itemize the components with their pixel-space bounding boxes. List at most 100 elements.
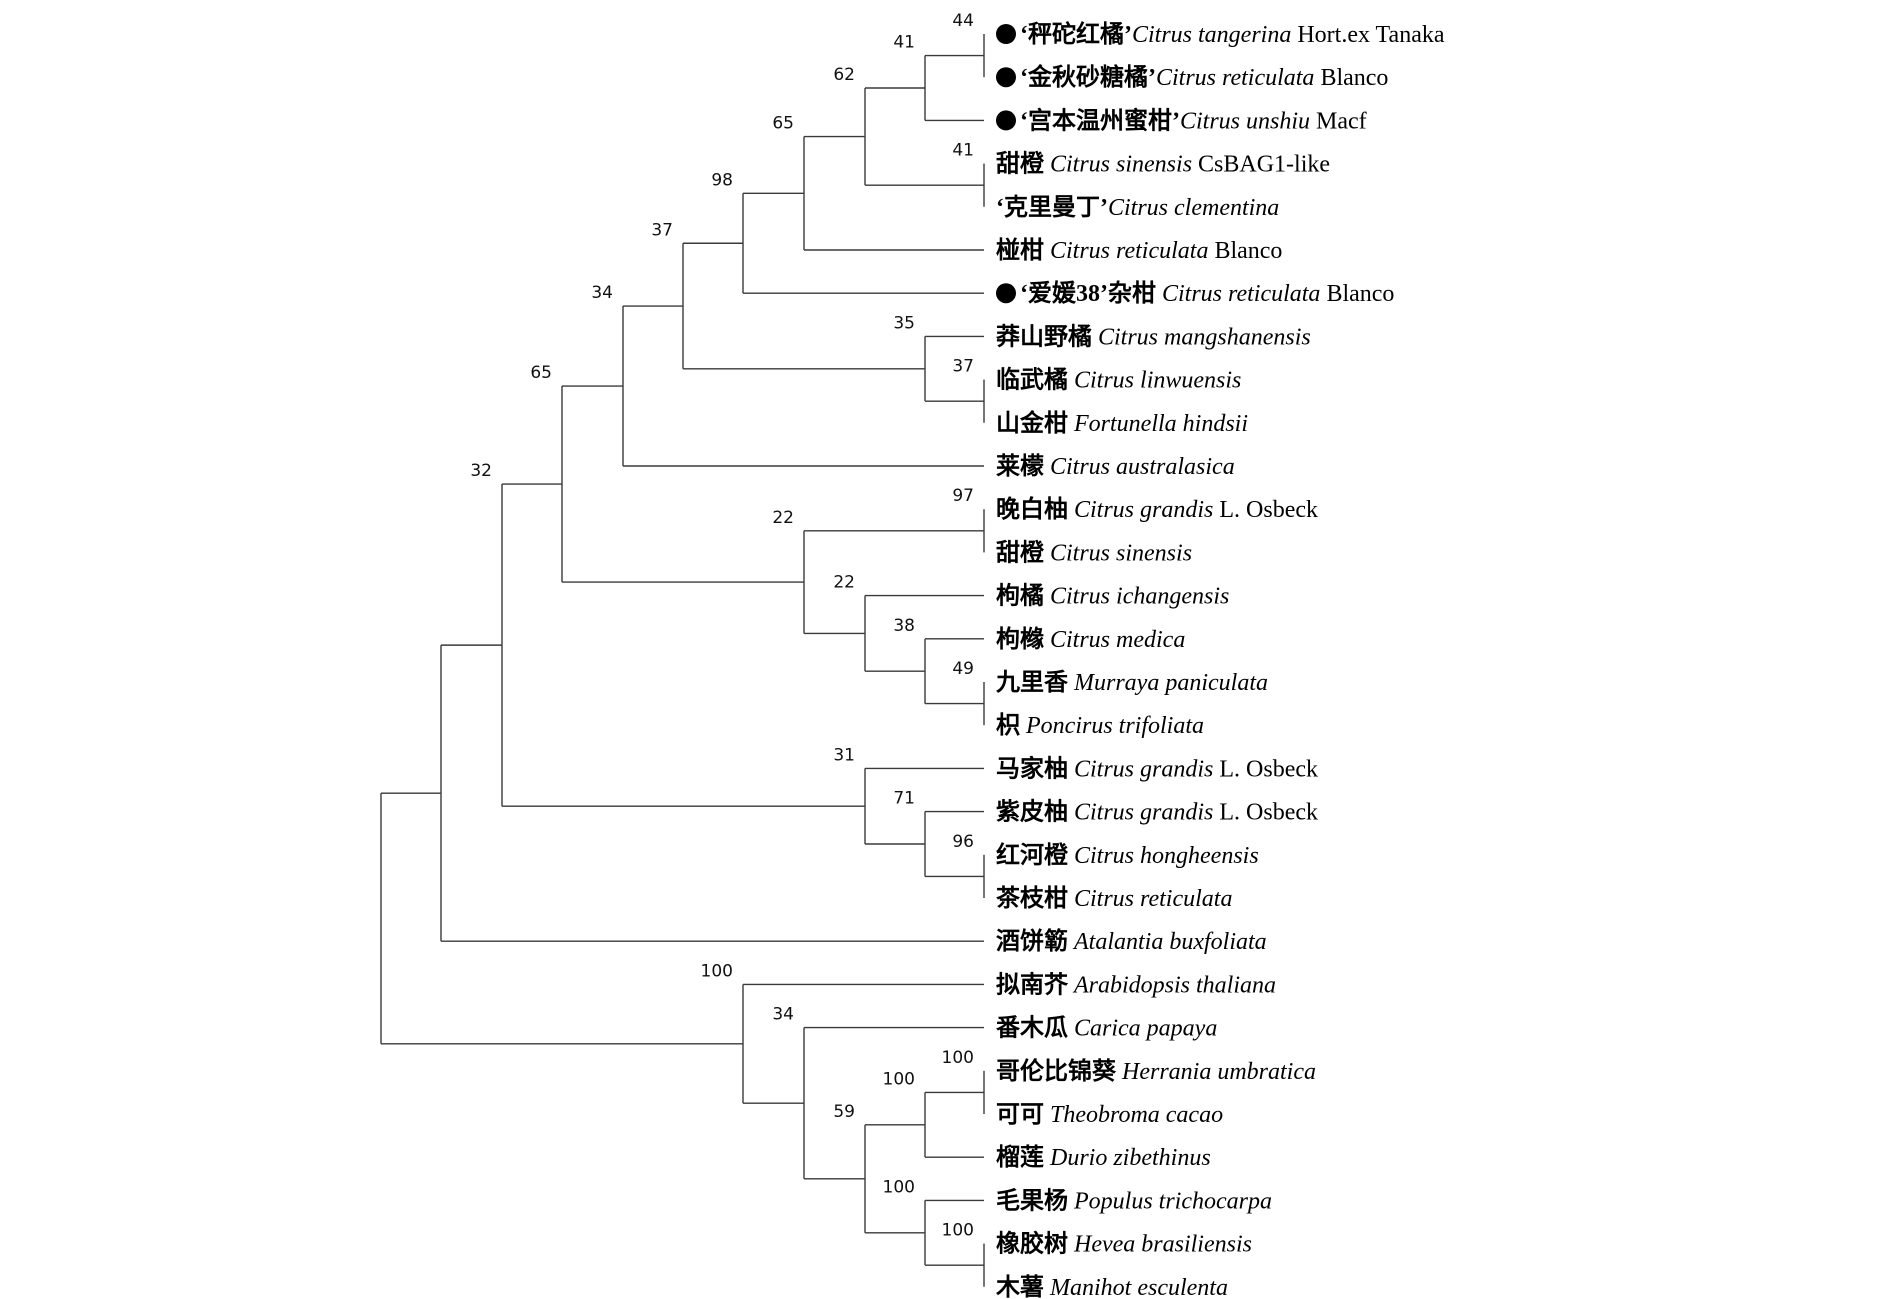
bootstrap-value-n12: 49 [952,659,974,679]
bootstrap-value-n20: 32 [470,461,492,481]
taxon-label: 酒饼簕 Atalantia buxfoliata [996,927,1267,955]
taxon-label: 橡胶树 Hevea brasiliensis [996,1230,1252,1258]
taxon-label: 拟南芥 Arabidopsis thaliana [996,971,1276,998]
taxon-chinese-name: 毛果杨 [996,1187,1068,1214]
taxon-scientific-name: Arabidopsis thaliana [1068,972,1276,998]
bootstrap-values: 4441416265983735373497493822226596713132… [470,11,974,1241]
taxon-chinese-name: 可可 [996,1102,1044,1128]
bootstrap-value-n26: 59 [833,1102,855,1122]
taxon-chinese-name: 酒饼簕 [996,927,1068,955]
bootstrap-value-n24: 100 [942,1221,974,1241]
taxon-label: 毛果杨 Populus trichocarpa [996,1187,1272,1214]
bootstrap-value-n22: 100 [942,1048,974,1068]
taxon-label: 马家柚 Citrus grandis L. Osbeck [996,754,1318,782]
taxon-scientific-name: Citrus unshiu [1180,108,1310,134]
taxon-chinese-name: 红河橙 [996,841,1069,869]
taxon-chinese-name: 茶枝柑 [996,885,1068,912]
taxon-labels: ‘秤砣红橘’Citrus tangerina Hort.ex Tanaka‘金秋… [995,20,1445,1299]
taxon-label: 紫皮柚 Citrus grandis L. Osbeck [996,799,1318,826]
bootstrap-value-n15: 22 [772,508,794,528]
taxon-authority: L. Osbeck [1213,800,1318,826]
taxon-chinese-name: ‘金秋砂糖橘’ [1020,63,1156,91]
taxon-label: 山金柑 Fortunella hindsii [996,409,1248,437]
taxon-scientific-name: Citrus clementina [1108,195,1279,221]
taxon-scientific-name: Durio zibethinus [1044,1145,1211,1171]
bootstrap-value-n13: 38 [893,616,915,636]
taxon-scientific-name: Citrus australasica [1044,454,1235,480]
taxon-chinese-name: 晚白柚 [996,495,1068,523]
taxon-scientific-name: Manihot esculenta [1044,1275,1228,1299]
taxon-chinese-name: 木薯 [995,1274,1044,1299]
bootstrap-value-n2: 41 [893,33,915,53]
taxon-scientific-name: Populus trichocarpa [1068,1188,1272,1214]
taxon-chinese-name: 山金柑 [996,409,1068,437]
taxon-label: 枳 Poncirus trifoliata [996,712,1204,739]
taxon-chinese-name: 枳 [996,712,1020,739]
bootstrap-value-n16: 65 [530,363,552,383]
bootstrap-value-n19: 31 [833,745,855,765]
taxon-chinese-name: ‘克里曼丁’ [996,194,1108,221]
taxon-chinese-name: 拟南芥 [996,971,1069,998]
taxon-chinese-name: ‘宫本温州蜜柑’ [1020,106,1180,134]
taxon-label: 甜橙 Citrus sinensis CsBAG1-like [996,151,1330,178]
taxon-chinese-name: 哥伦比锦葵 [996,1057,1117,1085]
taxon-scientific-name: Citrus grandis [1068,756,1213,782]
taxon-label: ‘金秋砂糖橘’Citrus reticulata Blanco [1020,63,1388,91]
taxon-chinese-name: ‘爱媛38’杂柑 [1020,280,1156,307]
taxon-scientific-name: Citrus reticulata [1156,65,1314,91]
taxon-chinese-name: 番木瓜 [995,1015,1068,1042]
taxon-scientific-name: Carica papaya [1068,1016,1217,1042]
taxon-chinese-name: 枸橼 [996,625,1044,653]
taxon-label: 枸橘 Citrus ichangensis [996,582,1229,610]
taxon-chinese-name: 九里香 [995,669,1069,696]
taxon-label: 木薯 Manihot esculenta [995,1274,1228,1299]
marker-dot-icon [996,283,1016,304]
taxon-chinese-name: ‘秤砣红橘’ [1020,20,1132,48]
taxon-label: 可可 Theobroma cacao [996,1102,1223,1128]
taxon-scientific-name: Theobroma cacao [1044,1102,1223,1128]
taxon-scientific-name: Citrus linwuensis [1068,368,1241,394]
bootstrap-value-n7: 37 [952,357,974,377]
taxon-scientific-name: Citrus reticulata [1044,238,1208,264]
bootstrap-value-n6: 98 [711,170,733,190]
taxon-scientific-name: Citrus sinensis [1044,540,1192,566]
taxon-scientific-name: Citrus grandis [1068,497,1213,523]
marker-dot-icon [996,24,1016,44]
bootstrap-value-n10: 34 [591,283,613,303]
taxon-label: 哥伦比锦葵 Herrania umbratica [996,1057,1316,1085]
taxon-label: ‘爱媛38’杂柑 Citrus reticulata Blanco [1020,280,1394,307]
taxon-chinese-name: 甜橙 [996,151,1045,178]
taxon-chinese-name: 临武橘 [996,366,1068,394]
taxon-label: 椪柑 Citrus reticulata Blanco [996,237,1282,264]
taxon-authority: L. Osbeck [1213,756,1318,782]
taxon-label: 九里香 Murraya paniculata [995,669,1268,696]
bootstrap-value-n28: 100 [701,961,733,981]
taxon-chinese-name: 莽山野橘 [996,323,1092,350]
taxon-scientific-name: Citrus sinensis [1044,152,1192,178]
bootstrap-value-n23: 100 [883,1069,915,1089]
bootstrap-value-n1: 44 [952,11,974,31]
taxon-label: 甜橙 Citrus sinensis [996,539,1192,566]
bootstrap-value-n9: 37 [651,220,673,240]
taxon-scientific-name: Poncirus trifoliata [1020,713,1204,739]
bootstrap-value-n18: 71 [893,789,915,809]
marker-dot-icon [996,67,1016,88]
taxon-scientific-name: Citrus tangerina [1132,22,1291,48]
taxon-chinese-name: 马家柚 [996,754,1068,782]
taxon-chinese-name: 椪柑 [996,237,1044,264]
taxon-scientific-name: Citrus ichangensis [1044,584,1229,610]
taxon-authority: L. Osbeck [1213,497,1318,523]
taxon-chinese-name: 莱檬 [996,453,1044,480]
taxon-chinese-name: 橡胶树 [996,1230,1068,1258]
taxon-label: ‘宫本温州蜜柑’Citrus unshiu Macf [1020,106,1367,134]
taxon-authority: Macf [1310,108,1367,134]
bootstrap-value-n25: 100 [883,1177,915,1197]
taxon-scientific-name: Citrus medica [1044,627,1185,653]
bootstrap-value-n14: 22 [833,573,855,593]
taxon-authority: Blanco [1314,65,1388,91]
taxon-label: 晚白柚 Citrus grandis L. Osbeck [996,495,1318,523]
taxon-chinese-name: 榴莲 [996,1144,1044,1171]
taxon-authority: Blanco [1320,281,1394,307]
taxon-authority: Blanco [1208,238,1282,264]
